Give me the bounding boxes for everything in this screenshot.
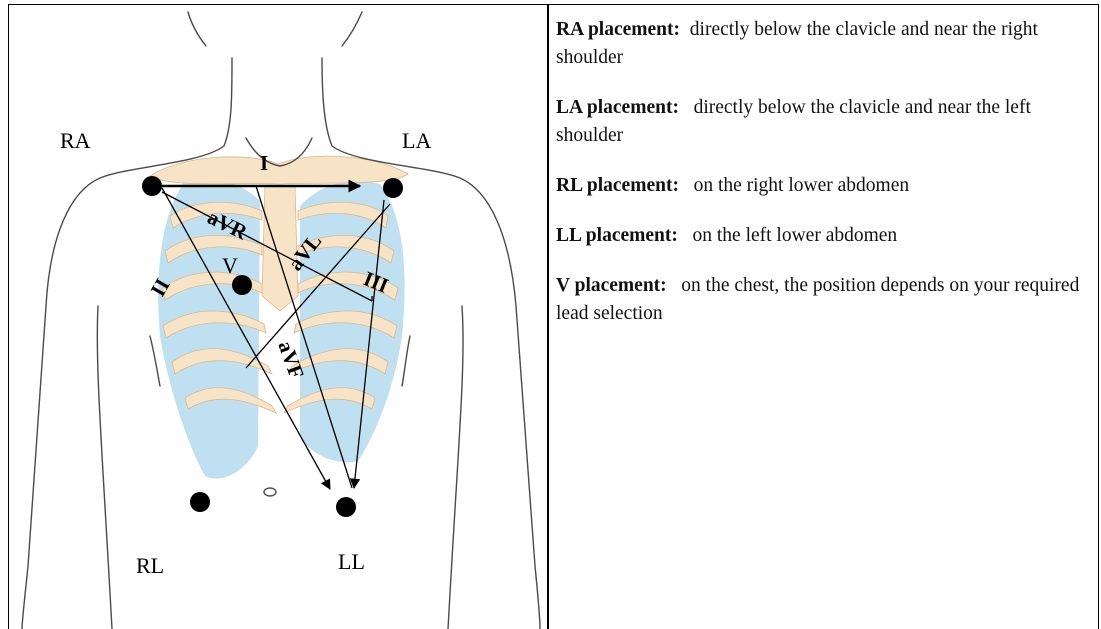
placement-title: LL placement:	[556, 225, 678, 246]
ra-electrode	[142, 176, 162, 196]
rl-electrode	[190, 492, 210, 512]
ll-placement: LL placement: on the left lower abdomen	[556, 222, 1086, 250]
placement-text: on the left lower abdomen	[693, 225, 898, 246]
v-electrode	[232, 275, 252, 295]
rl-placement: RL placement: on the right lower abdomen	[556, 172, 1086, 200]
placement-title: RL placement:	[556, 175, 679, 196]
la-label: LA	[402, 128, 431, 153]
ra-placement: RA placement: directly below the clavicl…	[556, 16, 1086, 72]
placement-descriptions: RA placement: directly below the clavicl…	[556, 16, 1086, 350]
lead-i-label: I	[260, 151, 268, 175]
la-electrode	[383, 178, 403, 198]
column-divider	[547, 4, 549, 629]
ll-label: LL	[338, 549, 365, 574]
electrode-placement-figure: RA LA V RL LL I II III aVR aVL aVF	[10, 6, 546, 629]
ra-label: RA	[60, 128, 91, 153]
placement-text: on the right lower abdomen	[694, 175, 910, 196]
rl-label: RL	[136, 553, 164, 578]
torso-diagram: RA LA V RL LL I II III aVR aVL aVF	[10, 6, 546, 629]
ll-electrode	[336, 497, 356, 517]
v-label: V	[222, 253, 238, 278]
body-outline	[22, 12, 540, 629]
placement-title: RA placement:	[556, 19, 680, 40]
v-placement: V placement: on the chest, the position …	[556, 272, 1086, 328]
la-placement: LA placement: directly below the clavicl…	[556, 94, 1086, 150]
placement-title: LA placement:	[556, 97, 679, 118]
placement-title: V placement:	[556, 275, 667, 296]
